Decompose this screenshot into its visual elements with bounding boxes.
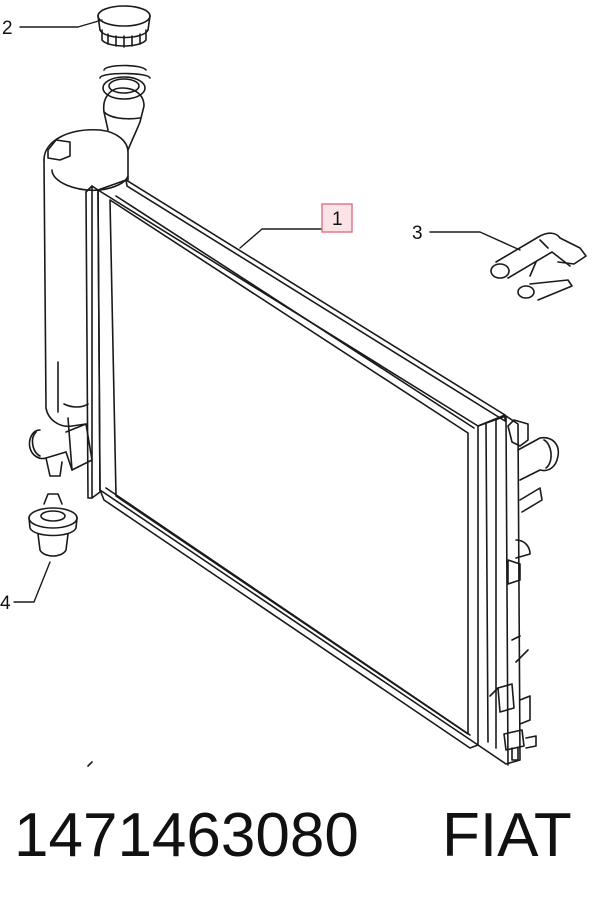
callout-2: 2	[2, 18, 13, 39]
leader-lines	[13, 19, 521, 603]
leader-line-4	[13, 561, 51, 603]
brand-name: FIAT	[442, 801, 572, 870]
radiator-core	[97, 179, 506, 749]
leader-line-2	[19, 19, 103, 28]
stray-mark	[87, 761, 93, 767]
filler-cap	[97, 5, 151, 48]
right-end-tank	[477, 415, 560, 766]
retaining-clip	[490, 232, 587, 301]
cap-seal-ring	[99, 64, 151, 79]
radiator-exploded-diagram: 1 2 3 4	[0, 5, 587, 767]
leader-line-3	[429, 231, 521, 251]
callout-3: 3	[412, 223, 423, 244]
callout-1-highlight	[321, 203, 353, 233]
leader-line-1	[239, 228, 323, 249]
left-end-tank	[85, 185, 101, 499]
callout-4: 4	[0, 593, 11, 614]
expansion-tank	[28, 76, 146, 477]
rubber-mount	[28, 493, 78, 557]
callout-1: 1	[332, 209, 343, 230]
part-number: 1471463080	[14, 801, 359, 870]
